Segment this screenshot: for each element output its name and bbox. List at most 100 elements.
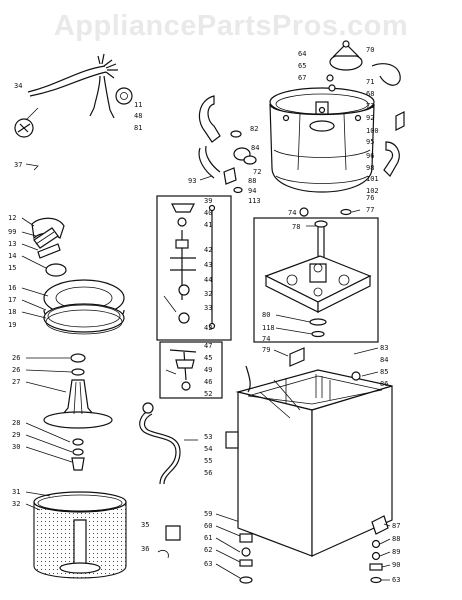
callout: 77 — [366, 206, 374, 214]
callout: 14 — [8, 252, 16, 260]
callout: 18 — [8, 308, 16, 316]
callout: 32 — [12, 500, 20, 508]
callouts-tub-top: 64 65 70 67 68 71 73 92 100 95 96 98 101… — [298, 46, 379, 195]
callout: 41 — [204, 221, 212, 229]
callout: 90 — [392, 561, 400, 569]
wash-basket — [33, 491, 127, 579]
callout: 15 — [8, 264, 16, 272]
callout: 96 — [366, 152, 374, 160]
callouts-top-left: 34 37 11 48 81 — [14, 82, 142, 171]
callout: 37 — [14, 161, 22, 169]
callout: 43 — [204, 261, 212, 269]
callout: 12 — [8, 214, 16, 222]
callouts-tub-left: 93 82 84 72 88 94 113 — [188, 125, 261, 205]
callouts-lower-center: 35 36 59 60 61 62 63 — [141, 510, 241, 579]
callout: 83 — [380, 344, 388, 352]
callout: 95 — [366, 138, 374, 146]
callout: 53 — [204, 433, 212, 441]
callout: 33 — [204, 304, 212, 312]
callout: 42 — [204, 246, 212, 254]
callout: 47 — [204, 342, 212, 350]
callout: 100 — [366, 127, 379, 135]
callout: 35 — [141, 521, 149, 529]
callout: 60 — [204, 522, 212, 530]
tub-cover — [326, 40, 405, 177]
callout: 80 — [262, 311, 270, 319]
callout: 84 — [380, 356, 388, 364]
callout: 27 — [12, 378, 20, 386]
cabinet — [225, 347, 393, 584]
callout: 29 — [12, 431, 20, 439]
callout: 59 — [204, 510, 212, 518]
callouts-agitator: 26 26 27 28 29 30 — [12, 354, 73, 463]
outer-tub — [269, 87, 375, 193]
callout: 73 — [366, 102, 374, 110]
callout: 54 — [204, 445, 212, 453]
wire-harness — [14, 53, 133, 138]
callout: 71 — [366, 78, 374, 86]
callout: 99 — [8, 228, 16, 236]
callouts-left-column: 12 99 13 14 15 16 17 18 19 — [8, 214, 49, 329]
callouts-cabinet: 79 83 84 85 86 — [262, 344, 388, 388]
callouts-transmission: 74 78 76 77 80 118 74 — [262, 194, 374, 343]
callout: 63 — [392, 576, 400, 584]
callout: 76 — [366, 194, 374, 202]
callout: 67 — [298, 74, 306, 82]
callout: 78 — [292, 223, 300, 231]
callout: 118 — [262, 324, 275, 332]
callout: 55 — [204, 457, 212, 465]
agitator — [43, 353, 113, 471]
callout: 26 — [12, 354, 20, 362]
hardware-panel-upper — [156, 195, 232, 341]
callout: 101 — [366, 175, 379, 183]
callout: 44 — [204, 276, 212, 284]
callout: 42 — [204, 324, 212, 332]
callout: 68 — [366, 90, 374, 98]
callout: 93 — [188, 177, 196, 185]
callout: 48 — [134, 112, 142, 120]
hardware-panel-lower — [159, 341, 223, 399]
callout: 98 — [366, 164, 374, 172]
callout: 45 — [204, 354, 212, 362]
callout: 92 — [366, 114, 374, 122]
callout: 85 — [380, 368, 388, 376]
callout: 40 — [204, 209, 212, 217]
tub-ring-assembly — [31, 217, 125, 335]
callout: 17 — [8, 296, 16, 304]
callout: 39 — [204, 197, 212, 205]
callout: 28 — [12, 419, 20, 427]
callout: 61 — [204, 534, 212, 542]
callout: 74 — [288, 209, 296, 217]
callout: 46 — [204, 378, 212, 386]
callouts-basket: 31 32 — [12, 488, 51, 511]
callout: 74 — [262, 335, 270, 343]
callouts-center-panel: 39 40 41 42 43 44 32 33 42 47 45 49 46 5… — [204, 197, 212, 398]
callout: 30 — [12, 443, 20, 451]
callout: 52 — [204, 390, 212, 398]
callout: 88 — [248, 177, 256, 185]
callout: 94 — [248, 187, 256, 195]
callout: 113 — [248, 197, 261, 205]
callout: 87 — [392, 522, 400, 530]
callout: 89 — [392, 548, 400, 556]
callout: 63 — [204, 560, 212, 568]
callout: 88 — [392, 535, 400, 543]
callout: 70 — [366, 46, 374, 54]
callout: 86 — [380, 380, 388, 388]
callout: 64 — [298, 50, 306, 58]
drain-hose — [139, 402, 198, 485]
callout: 13 — [8, 240, 16, 248]
callout: 65 — [298, 62, 306, 70]
callout: 102 — [366, 187, 379, 195]
callout: 72 — [253, 168, 261, 176]
callout: 36 — [141, 545, 149, 553]
callout: 79 — [262, 346, 270, 354]
callout: 32 — [204, 290, 212, 298]
callout: 56 — [204, 469, 212, 477]
watermark: AppliancePartsPros.com — [53, 10, 409, 42]
callout: 11 — [134, 101, 142, 109]
callouts-right-lower: 87 88 89 90 63 — [379, 522, 400, 584]
transmission-assembly — [253, 207, 379, 343]
callout: 26 — [12, 366, 20, 374]
